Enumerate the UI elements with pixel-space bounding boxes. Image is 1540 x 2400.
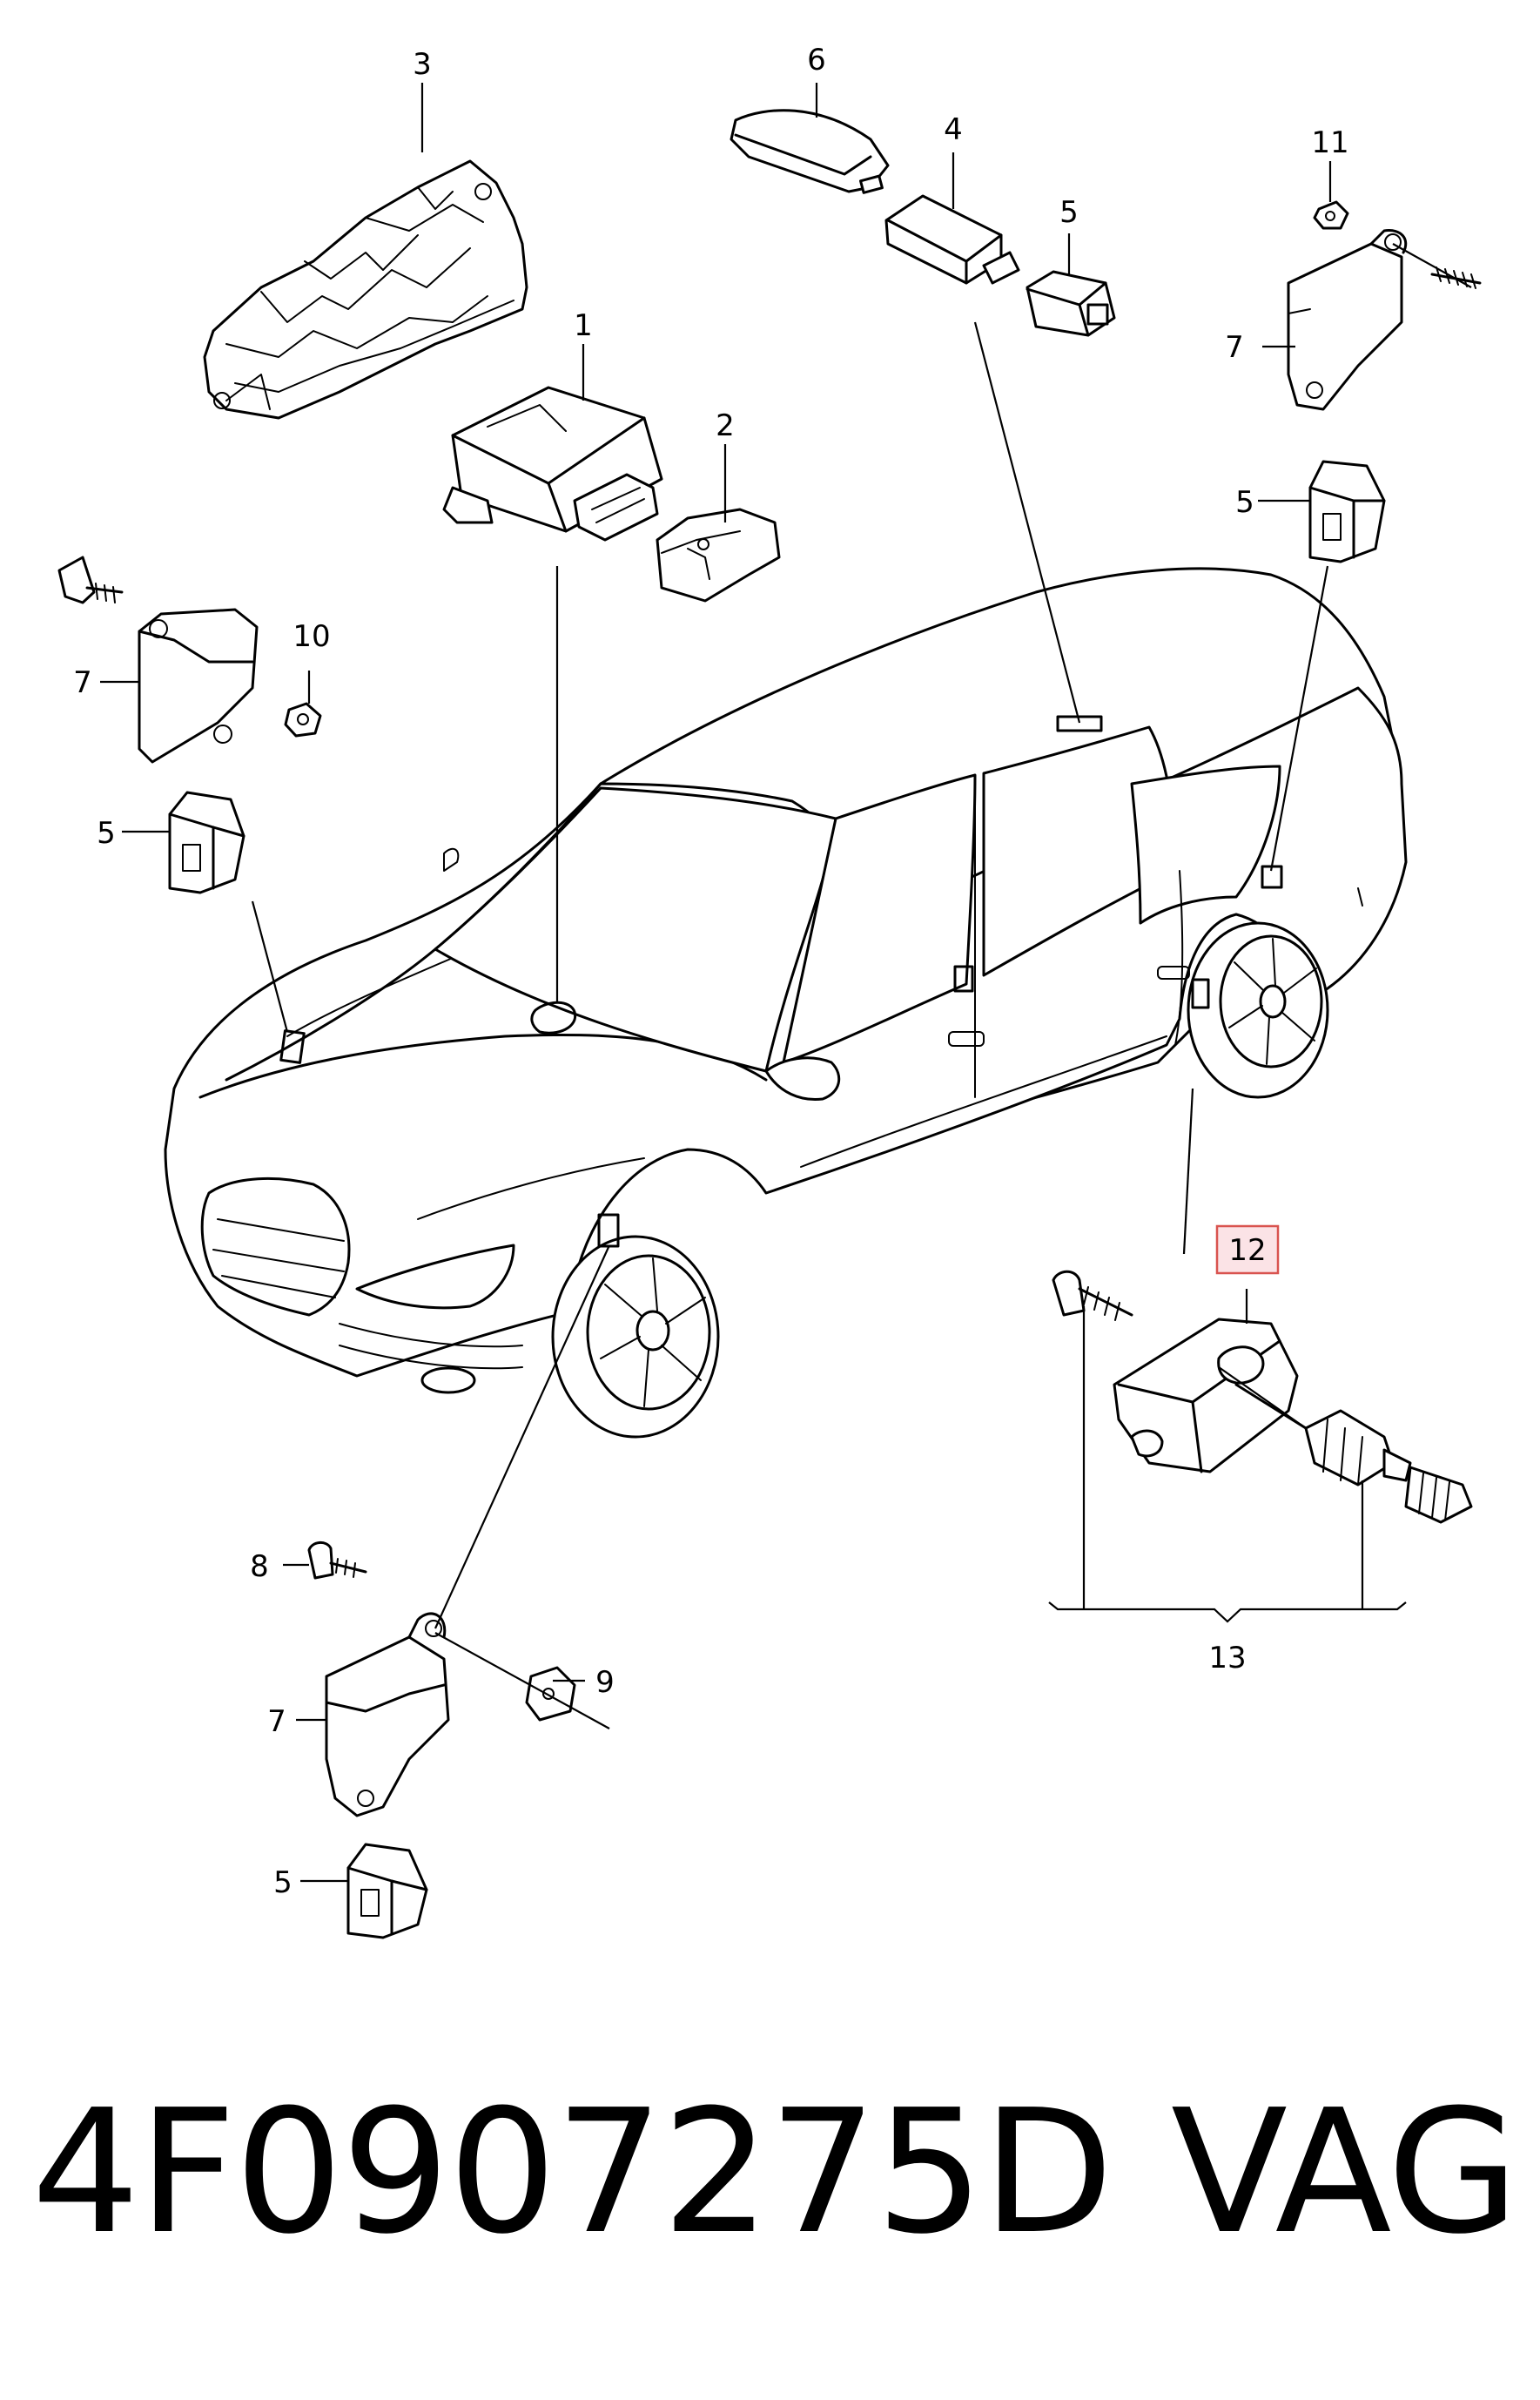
callout-5-bottom: 5 xyxy=(273,1865,293,1900)
part-4-module xyxy=(884,194,1020,285)
callouts: 3 6 4 5 11 7 5 1 2 10 7 5 12 13 8 7 9 5 xyxy=(73,43,1348,1900)
part-5-connector-left xyxy=(168,791,245,894)
part-3-bracket xyxy=(203,159,528,420)
part-11-nut xyxy=(1313,200,1349,230)
callout-2: 2 xyxy=(716,408,735,443)
callout-13: 13 xyxy=(1208,1641,1246,1675)
callout-10: 10 xyxy=(293,619,330,654)
part-13-valve-stem xyxy=(1234,1383,1473,1524)
callout-8: 8 xyxy=(250,1549,269,1584)
callout-6: 6 xyxy=(807,43,826,78)
part-7-sensor-right xyxy=(1287,229,1408,411)
part-7-sensor-left xyxy=(138,608,259,764)
part-5-connector-top xyxy=(1026,270,1116,337)
callout-3: 3 xyxy=(413,47,432,82)
part-5-connector-right xyxy=(1308,460,1386,563)
callout-7-bottom: 7 xyxy=(267,1704,286,1739)
callout-12: 12 xyxy=(1228,1233,1266,1268)
part-number-caption: 4F0907275D xyxy=(31,2073,1113,2272)
callout-12-highlight xyxy=(1215,1224,1280,1275)
part-9-clip xyxy=(525,1666,576,1722)
part-2-small-bracket xyxy=(656,508,781,603)
front-wheel xyxy=(551,1235,720,1439)
part-7-sensor-bottom xyxy=(325,1612,450,1817)
callout-5-top: 5 xyxy=(1059,195,1079,230)
callout-11: 11 xyxy=(1311,125,1348,160)
callout-1: 1 xyxy=(574,308,593,343)
roof-antenna-mark xyxy=(1056,715,1103,732)
part-12-tpms-sensor xyxy=(1113,1318,1299,1473)
callout-7-left: 7 xyxy=(73,665,92,700)
rear-wheel xyxy=(1187,921,1329,1099)
callout-5-right: 5 xyxy=(1235,485,1254,520)
part-10-nut xyxy=(284,702,322,738)
part-5-connector-bottom xyxy=(346,1843,428,1939)
callout-5-left: 5 xyxy=(97,816,116,851)
callout-7-right: 7 xyxy=(1225,330,1244,365)
part-13-screw xyxy=(1052,1270,1133,1321)
callout-4: 4 xyxy=(944,112,963,147)
bolt-left xyxy=(57,556,124,604)
part-8-bolt xyxy=(307,1541,367,1580)
brand-caption: VAG xyxy=(1171,2073,1519,2272)
part-6-antenna xyxy=(730,109,890,194)
part-1-control-unit xyxy=(442,386,663,542)
leader-lines xyxy=(100,83,1472,1883)
callout-9: 9 xyxy=(595,1665,615,1700)
car-illustration xyxy=(164,567,1408,1439)
